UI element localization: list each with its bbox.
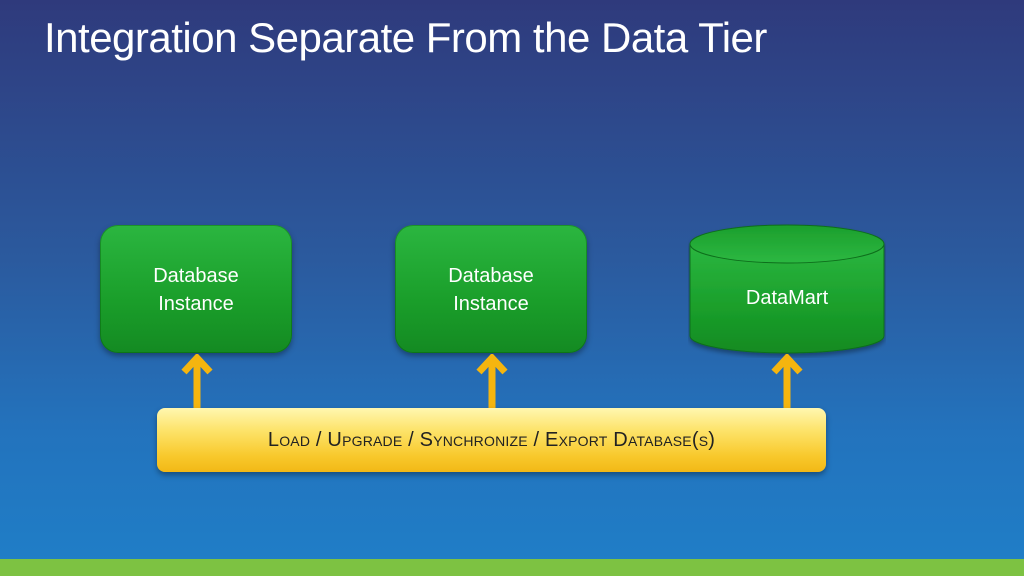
bottom-accent-stripe [0, 559, 1024, 576]
load-upgrade-sync-export-bar: Load / Upgrade / Synchronize / Export Da… [157, 408, 826, 472]
node-label-line2: Instance [453, 293, 529, 315]
up-arrow-icon [771, 354, 803, 410]
bar-label: Load / Upgrade / Synchronize / Export Da… [267, 428, 716, 451]
datamart-cylinder [689, 224, 885, 354]
up-arrow-icon [476, 354, 508, 410]
database-instance-node-2: Database Instance [395, 225, 587, 353]
slide-title: Integration Separate From the Data Tier [44, 14, 767, 61]
node-label-line2: Instance [158, 293, 234, 315]
datamart-label: DataMart [745, 287, 829, 309]
node-label-line1: Database [153, 265, 239, 287]
database-instance-node-1: Database Instance [100, 225, 292, 353]
node-label-line1: Database [448, 265, 534, 287]
up-arrow-icon [181, 354, 213, 410]
